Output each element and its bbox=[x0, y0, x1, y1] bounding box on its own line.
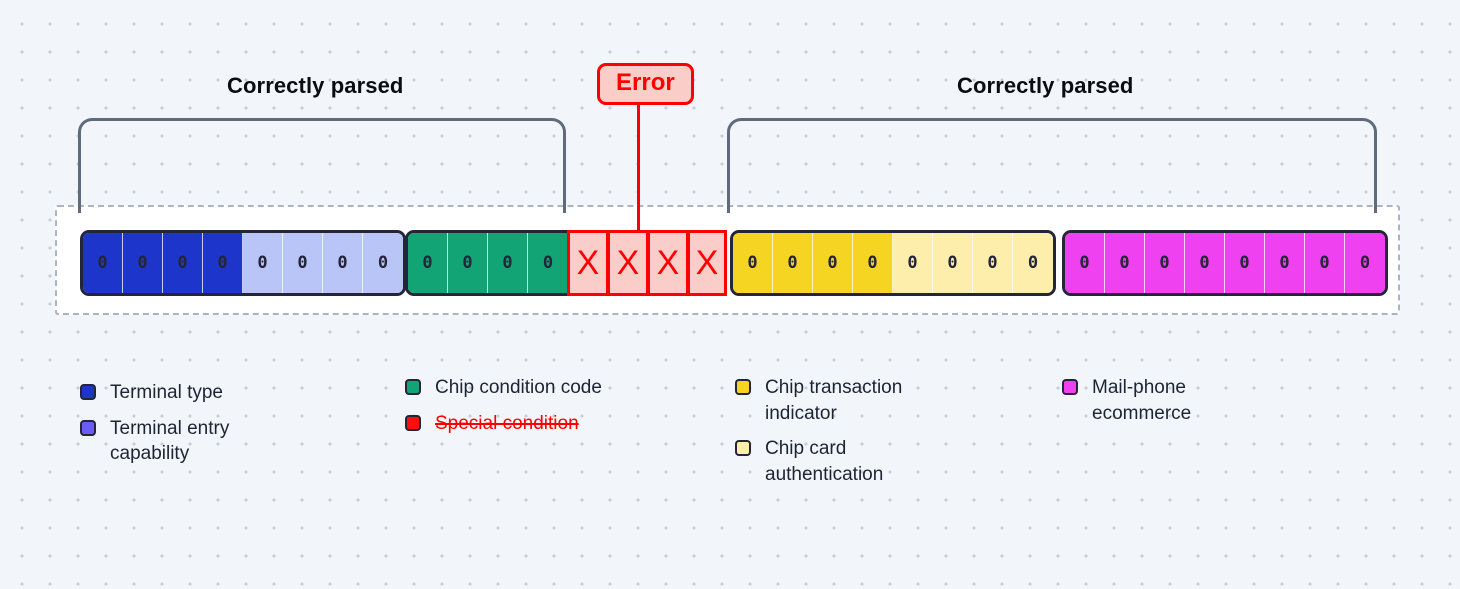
legend-label: Chip transaction indicator bbox=[765, 377, 903, 424]
byte-cell-error[interactable]: X bbox=[607, 230, 647, 296]
legend-swatch-icon bbox=[405, 414, 421, 431]
byte-cell[interactable]: 0 bbox=[1105, 233, 1145, 293]
byte-cell[interactable]: 0 bbox=[1185, 233, 1225, 293]
legend-label: Terminal entry capability bbox=[110, 417, 230, 465]
byte-cell[interactable]: 0 bbox=[853, 233, 893, 293]
legend-item[interactable]: Chip transaction indicator bbox=[735, 375, 950, 426]
legend-label: Mail-phone ecommerce bbox=[1092, 377, 1192, 424]
byte-cell[interactable]: 0 bbox=[813, 233, 853, 293]
byte-cell[interactable]: 0 bbox=[448, 233, 488, 293]
label-correctly-parsed-right: Correctly parsed bbox=[957, 73, 1134, 98]
legend-label: Chip card authentication bbox=[765, 438, 884, 485]
byte-cell[interactable]: 0 bbox=[408, 233, 448, 293]
byte-cell[interactable]: 0 bbox=[973, 233, 1013, 293]
legend-item[interactable]: Terminal entry capability bbox=[80, 416, 310, 467]
byte-cell-error[interactable]: X bbox=[647, 230, 687, 296]
error-badge: Error bbox=[597, 63, 694, 105]
byte-cell[interactable]: 0 bbox=[1145, 233, 1185, 293]
byte-cell[interactable]: 0 bbox=[203, 233, 243, 293]
label-correctly-parsed-left: Correctly parsed bbox=[227, 73, 404, 98]
byte-cell[interactable]: 0 bbox=[488, 233, 528, 293]
legend-item[interactable]: Special condition bbox=[405, 411, 655, 437]
byte-cell[interactable]: 0 bbox=[163, 233, 203, 293]
legend-label: Chip condition code bbox=[435, 377, 602, 398]
legend-item[interactable]: Mail-phone ecommerce bbox=[1062, 375, 1277, 426]
byte-cell[interactable]: 0 bbox=[363, 233, 403, 293]
byte-cell[interactable]: 0 bbox=[323, 233, 363, 293]
legend-swatch-icon bbox=[735, 440, 751, 457]
legend-swatch-icon bbox=[1062, 379, 1078, 395]
byte-cell-error[interactable]: X bbox=[567, 230, 607, 296]
byte-cell[interactable]: 0 bbox=[1265, 233, 1305, 293]
legend-swatch-icon bbox=[405, 379, 421, 395]
byte-cell[interactable]: 0 bbox=[123, 233, 163, 293]
legend-label: Special condition bbox=[435, 412, 579, 434]
byte-cell[interactable]: 0 bbox=[83, 233, 123, 293]
byte-cell[interactable]: 0 bbox=[283, 233, 323, 293]
legend-item[interactable]: Chip condition code bbox=[405, 375, 655, 401]
legend-item[interactable]: Chip card authentication bbox=[735, 436, 950, 487]
bracket-right bbox=[727, 118, 1377, 213]
legend-swatch-icon bbox=[80, 419, 96, 436]
error-pointer-line bbox=[637, 100, 640, 265]
byte-cell[interactable]: 0 bbox=[933, 233, 973, 293]
legend-column-4: Mail-phone ecommerce bbox=[1062, 375, 1277, 436]
byte-cell[interactable]: 0 bbox=[528, 233, 568, 293]
byte-cell[interactable]: 0 bbox=[243, 233, 283, 293]
legend-item[interactable]: Terminal type bbox=[80, 380, 310, 406]
byte-cell[interactable]: 0 bbox=[733, 233, 773, 293]
byte-cell[interactable]: 0 bbox=[773, 233, 813, 293]
byte-cell[interactable]: 0 bbox=[1345, 233, 1385, 293]
byte-cell-error[interactable]: X bbox=[687, 230, 727, 296]
legend-swatch-icon bbox=[735, 379, 751, 395]
legend-label: Terminal type bbox=[110, 382, 223, 403]
byte-cell[interactable]: 0 bbox=[1013, 233, 1053, 293]
byte-cell[interactable]: 0 bbox=[893, 233, 933, 293]
byte-cell[interactable]: 0 bbox=[1225, 233, 1265, 293]
bracket-left bbox=[78, 118, 566, 213]
byte-cell[interactable]: 0 bbox=[1065, 233, 1105, 293]
legend-swatch-icon bbox=[80, 384, 96, 400]
byte-cell[interactable]: 0 bbox=[1305, 233, 1345, 293]
